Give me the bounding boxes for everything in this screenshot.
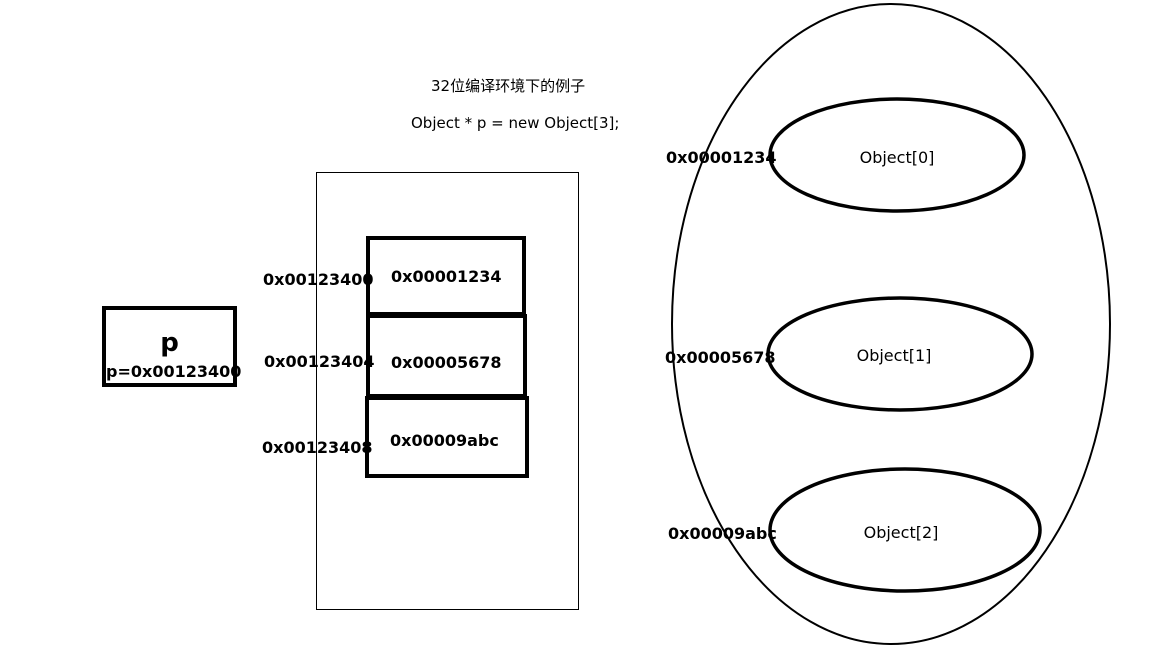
cell-address-2: 0x00123408 [262, 438, 373, 457]
cell-address-0: 0x00123400 [263, 270, 374, 289]
object-address-0: 0x00001234 [666, 148, 777, 167]
cell-address-1: 0x00123404 [264, 352, 375, 371]
object-address-1: 0x00005678 [665, 348, 776, 367]
cell-content-1: 0x00005678 [391, 353, 502, 372]
cell-content-0: 0x00001234 [391, 267, 502, 286]
pointer-name: p [160, 328, 179, 358]
pointer-box: p p=0x00123400 [102, 306, 242, 387]
heap-outer-ellipse [671, 3, 1111, 645]
object-label-1: Object[1] [856, 346, 932, 365]
object-label-0: Object[0] [859, 148, 935, 167]
diagram-title: 32位编译环境下的例子 [431, 77, 586, 95]
array-cell-2 [365, 396, 529, 478]
cell-content-2: 0x00009abc [390, 431, 499, 450]
code-line: Object * p = new Object[3]; [411, 114, 620, 132]
object-ellipse-1 [766, 296, 1034, 412]
object-label-2: Object[2] [863, 523, 939, 542]
object-ellipse-2 [768, 467, 1042, 593]
memory-region [316, 172, 579, 610]
pointer-value: p=0x00123400 [106, 362, 242, 381]
object-ellipse-0 [768, 97, 1026, 213]
object-address-2: 0x00009abc [668, 524, 777, 543]
